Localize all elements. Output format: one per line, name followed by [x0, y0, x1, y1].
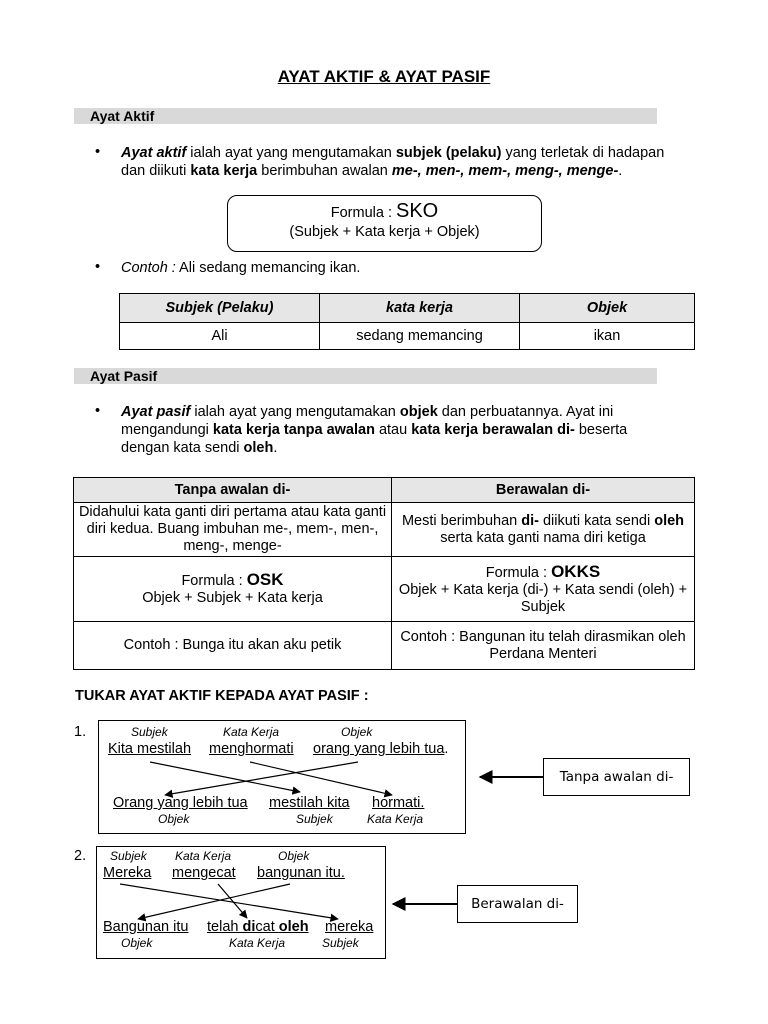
aktif-table: Subjek (Pelaku) kata kerja Objek Ali sed…	[119, 293, 695, 350]
word: telah dicat oleh	[207, 919, 309, 935]
label-kata-kerja: Kata Kerja	[223, 725, 280, 739]
label-objek: Objek	[158, 812, 190, 826]
word: Mereka	[103, 865, 152, 881]
example-2-box	[96, 846, 386, 959]
pasif-table: Tanpa awalan di- Berawalan di- Didahului…	[73, 477, 695, 670]
arrow	[119, 883, 339, 922]
section-heading-aktif: Ayat Aktif	[74, 108, 657, 124]
word: Bangunan itu	[103, 919, 189, 935]
label-objek: Objek	[341, 725, 373, 739]
bullet: •	[95, 144, 101, 160]
example-number: 1.	[74, 724, 87, 740]
label-objek: Objek	[121, 936, 153, 950]
word: mereka	[325, 919, 374, 935]
bullet: •	[95, 403, 101, 419]
word: mengecat	[172, 865, 236, 881]
example-1-box	[98, 720, 466, 834]
bullet: •	[95, 259, 101, 275]
pasif-definition: Ayat pasif ialah ayat yang mengutamakan …	[121, 404, 628, 456]
arrow	[249, 761, 393, 798]
label-kata-kerja: Kata Kerja	[175, 849, 232, 863]
section-heading-pasif: Ayat Pasif	[74, 368, 657, 384]
word: hormati.	[372, 795, 425, 811]
word: Orang yang lebih tua	[113, 795, 248, 811]
arrow	[149, 761, 301, 795]
label-kata-kerja: Kata Kerja	[367, 812, 424, 826]
arrow	[217, 883, 248, 919]
word: mestilah kita	[269, 795, 350, 811]
word: bangunan itu.	[257, 865, 345, 881]
label-subjek: Subjek	[110, 849, 147, 863]
tag-tanpa-awalan: Tanpa awalan di-	[543, 758, 690, 796]
aktif-example: Contoh : Ali sedang memancing ikan.	[121, 260, 361, 276]
tukar-heading: TUKAR AYAT AKTIF KEPADA AYAT PASIF :	[75, 688, 369, 704]
word: menghormati	[209, 741, 294, 757]
page-title: AYAT AKTIF & AYAT PASIF	[277, 67, 491, 86]
arrow	[137, 883, 291, 922]
example-number: 2.	[74, 848, 87, 864]
word: Kita mestilah	[108, 741, 192, 757]
label-subjek: Subjek	[131, 725, 168, 739]
label-kata-kerja: Kata Kerja	[229, 936, 286, 950]
label-subjek: Subjek	[322, 936, 359, 950]
label-subjek: Subjek	[296, 812, 333, 826]
formula-box-sko: Formula : SKO (Subjek + Kata kerja + Obj…	[227, 195, 542, 252]
tag-berawalan: Berawalan di-	[457, 885, 578, 923]
label-objek: Objek	[278, 849, 310, 863]
word: orang yang lebih tua.	[313, 741, 449, 757]
aktif-definition: Ayat aktif ialah ayat yang mengutamakan …	[121, 145, 665, 179]
arrow	[164, 761, 359, 798]
